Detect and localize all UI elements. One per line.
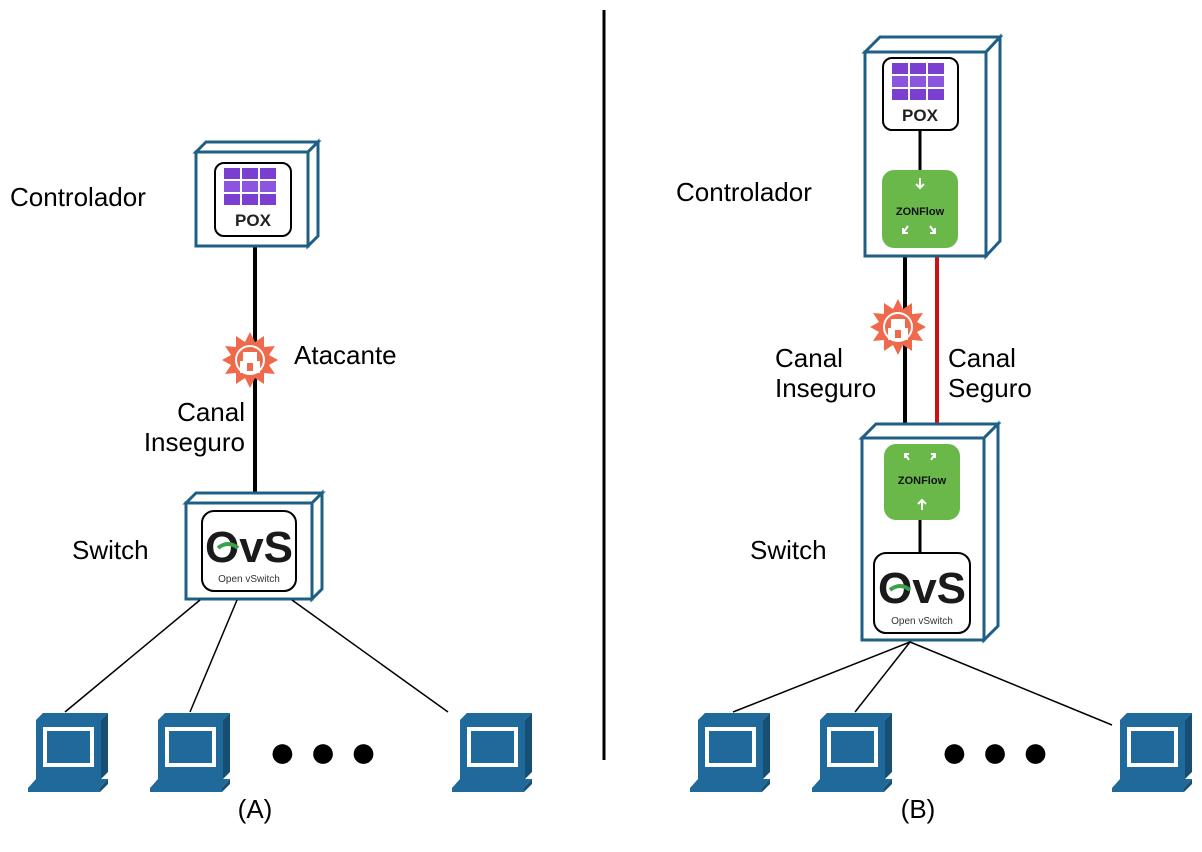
insecure-label-line2: Inseguro <box>775 373 876 403</box>
zonflow-module: ZONFlow <box>884 444 960 520</box>
pox-logo-icon: POX <box>214 162 292 237</box>
computer-icon <box>812 713 892 792</box>
channel-label-line1: Canal <box>177 397 245 427</box>
panel-b-caption: (B) <box>901 794 936 824</box>
computer-icon <box>452 713 532 792</box>
panel-a: POX Controlador Atacante Canal Inseguro … <box>10 138 532 824</box>
computer-icon <box>28 713 108 792</box>
host-links <box>732 641 1113 726</box>
secure-label-line2: Seguro <box>948 373 1032 403</box>
host-group <box>28 713 532 792</box>
computer-icon <box>1112 713 1192 792</box>
svg-text:POX: POX <box>902 106 939 125</box>
controller-label: Controlador <box>10 182 146 212</box>
switch-label: Switch <box>750 535 827 565</box>
insecure-label-line1: Canal <box>775 343 843 373</box>
svg-text:ZONFlow: ZONFlow <box>898 475 947 487</box>
svg-text:POX: POX <box>235 211 272 230</box>
svg-text:Open vSwitch: Open vSwitch <box>218 574 280 585</box>
controller-label: Controlador <box>676 177 812 207</box>
svg-text:ZONFlow: ZONFlow <box>896 206 945 218</box>
computer-icon <box>150 713 230 792</box>
switch-label: Switch <box>72 535 149 565</box>
controller-box: POX ZONFlow <box>861 33 1004 260</box>
host-links <box>64 599 449 713</box>
hosts-ellipsis: ● ● ● <box>941 725 1050 777</box>
channel-label-line2: Inseguro <box>144 427 245 457</box>
secure-label-line1: Canal <box>948 343 1016 373</box>
switch-box: ZONFlow OvS Open vSwitch <box>858 420 1002 644</box>
panel-a-caption: (A) <box>238 794 273 824</box>
zonflow-module: ZONFlow <box>882 170 958 248</box>
panel-b: POX ZONFlow Controlador Canal Inseguro C… <box>676 33 1192 824</box>
hosts-ellipsis: ● ● ● <box>269 725 378 777</box>
switch-box: OvS Open vSwitch <box>182 489 326 603</box>
ovs-logo-icon: OvS Open vSwitch <box>873 552 971 634</box>
computer-icon <box>690 713 770 792</box>
attacker-icon <box>222 332 278 388</box>
controller-box: POX <box>192 138 322 250</box>
host-group <box>690 713 1192 792</box>
ovs-logo-icon: OvS Open vSwitch <box>201 510 297 592</box>
attacker-label: Atacante <box>294 340 397 370</box>
attacker-icon <box>870 299 926 355</box>
pox-logo-icon: POX <box>882 57 959 131</box>
svg-text:Open vSwitch: Open vSwitch <box>891 616 953 627</box>
